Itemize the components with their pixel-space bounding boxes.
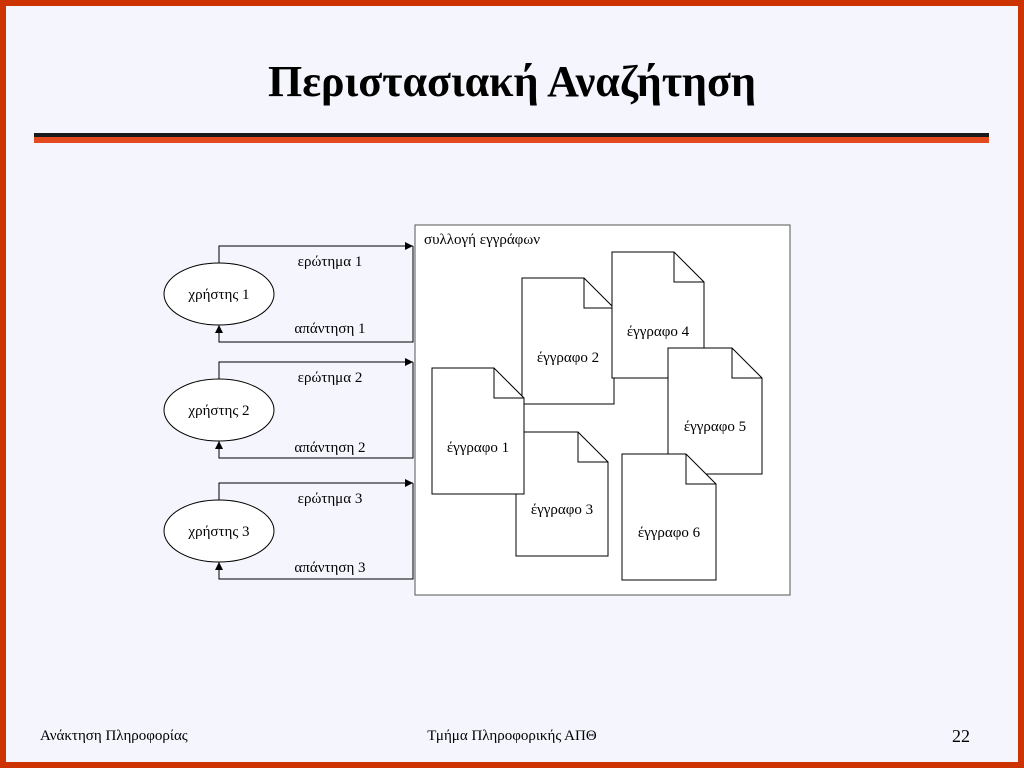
query-3-label: ερώτημα 3 — [298, 491, 363, 507]
user-3-label: χρήστης 3 — [187, 524, 249, 540]
query-1-label: ερώτημα 1 — [298, 254, 363, 270]
user-1-node — [163, 262, 275, 326]
document-6: έγγραφο 6 — [621, 453, 717, 581]
document-1: έγγραφο 1 — [431, 367, 525, 495]
answer-3-arrow — [215, 483, 414, 580]
title-rule-red — [34, 137, 989, 143]
answer-3-label: απάντηση 3 — [294, 560, 365, 576]
document-3-label: έγγραφο 3 — [531, 502, 593, 518]
document-5: έγγραφο 5 — [667, 347, 763, 475]
answer-2-label: απάντηση 2 — [294, 440, 365, 456]
user-1-group: χρήστης 1 ερώτημα 1 απάντηση 1 — [163, 242, 414, 343]
page-number: 22 — [952, 726, 970, 746]
document-4: έγγραφο 4 — [611, 251, 705, 379]
footer-course: Ανάκτηση Πληροφορίας — [40, 728, 188, 744]
collection-label: συλλογή εγγράφων — [424, 232, 540, 248]
answer-1-label: απάντηση 1 — [294, 321, 365, 337]
document-2: έγγραφο 2 — [521, 277, 615, 405]
user-3-group: χρήστης 3 ερώτημα 3 απάντηση 3 — [163, 479, 414, 580]
document-4-label: έγγραφο 4 — [627, 324, 690, 340]
document-1-label: έγγραφο 1 — [447, 440, 509, 456]
user-2-group: χρήστης 2 ερώτημα 2 απάντηση 2 — [163, 358, 414, 459]
query-1-arrow — [218, 242, 413, 263]
document-5-label: έγγραφο 5 — [684, 419, 746, 435]
answer-2-arrow — [215, 362, 414, 459]
query-3-arrow — [218, 479, 413, 500]
footer-department: Τμήμα Πληροφορικής ΑΠΘ — [427, 728, 597, 744]
user-2-label: χρήστης 2 — [187, 403, 249, 419]
answer-1-arrow — [215, 246, 414, 343]
user-3-node — [163, 499, 275, 563]
title-rule-dark — [34, 133, 989, 137]
slide-title: Περιστασιακή Αναζήτηση — [268, 57, 756, 106]
user-1-label: χρήστης 1 — [187, 287, 249, 303]
user-2-node — [163, 378, 275, 442]
query-2-arrow — [218, 358, 413, 379]
query-2-label: ερώτημα 2 — [298, 370, 363, 386]
ad-hoc-retrieval-diagram: συλλογή εγγράφων έγγραφο 2 έγγραφο 4 έγγ… — [163, 224, 791, 596]
document-6-label: έγγραφο 6 — [638, 525, 701, 541]
document-2-label: έγγραφο 2 — [537, 350, 599, 366]
document-3: έγγραφο 3 — [515, 431, 609, 557]
